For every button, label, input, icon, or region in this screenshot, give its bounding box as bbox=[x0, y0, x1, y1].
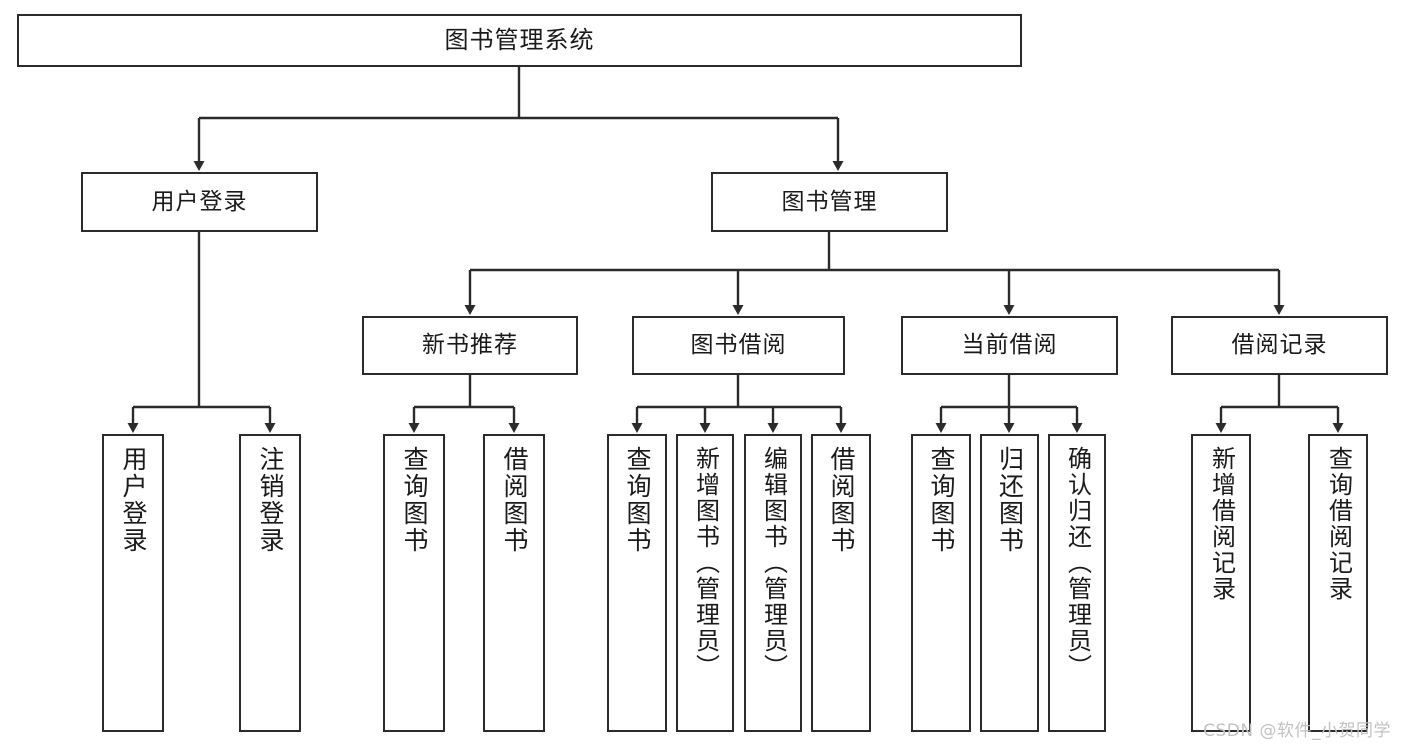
node-label: 用户登录 bbox=[119, 446, 148, 554]
node-book-management[interactable]: 图书管理 bbox=[711, 172, 948, 232]
node-label: 查询图书 bbox=[623, 446, 652, 554]
node-label: 查询图书 bbox=[400, 446, 429, 554]
node-current-borrow[interactable]: 当前借阅 bbox=[901, 316, 1118, 375]
node-root-system[interactable]: 图书管理系统 bbox=[17, 14, 1022, 67]
node-new-book-recommend[interactable]: 新书推荐 bbox=[362, 316, 578, 375]
node-label: 注销登录 bbox=[256, 446, 285, 554]
leaf-recommend-query-book[interactable]: 查询图书 bbox=[383, 434, 445, 732]
node-label: 新书推荐 bbox=[422, 332, 518, 359]
node-label: 新增图书（管理员） bbox=[691, 446, 720, 680]
node-book-borrow[interactable]: 图书借阅 bbox=[632, 316, 845, 375]
node-label: 图书管理 bbox=[781, 188, 878, 215]
leaf-recommend-borrow-book[interactable]: 借阅图书 bbox=[483, 434, 545, 732]
watermark: CSDN @软件_小贺同学 bbox=[1203, 721, 1391, 741]
leaf-borrow-borrow-book[interactable]: 借阅图书 bbox=[811, 434, 871, 732]
leaf-record-add-record[interactable]: 新增借阅记录 bbox=[1191, 434, 1251, 732]
node-label: 编辑图书（管理员） bbox=[759, 446, 788, 680]
node-label: 当前借阅 bbox=[961, 332, 1058, 359]
node-user-login[interactable]: 用户登录 bbox=[81, 172, 318, 232]
node-label: 归还图书 bbox=[995, 446, 1025, 554]
node-label: 借阅记录 bbox=[1231, 332, 1328, 359]
leaf-record-query-record[interactable]: 查询借阅记录 bbox=[1308, 434, 1368, 732]
leaf-user-login-login[interactable]: 用户登录 bbox=[102, 434, 164, 732]
node-label: 用户登录 bbox=[151, 188, 248, 215]
node-label: 借阅图书 bbox=[500, 446, 529, 554]
leaf-borrow-edit-book-admin[interactable]: 编辑图书（管理员） bbox=[744, 434, 802, 732]
node-label: 查询图书 bbox=[927, 446, 956, 554]
node-label: 图书管理系统 bbox=[444, 25, 595, 54]
leaf-user-login-logout[interactable]: 注销登录 bbox=[239, 434, 301, 732]
node-label: 确认归还（管理员） bbox=[1063, 446, 1092, 680]
leaf-borrow-add-book-admin[interactable]: 新增图书（管理员） bbox=[676, 434, 734, 732]
node-label: 新增借阅记录 bbox=[1207, 446, 1236, 602]
node-borrow-record[interactable]: 借阅记录 bbox=[1171, 316, 1388, 375]
leaf-current-return-book[interactable]: 归还图书 bbox=[980, 434, 1039, 732]
node-label: 图书借阅 bbox=[690, 332, 787, 359]
node-label: 查询借阅记录 bbox=[1324, 446, 1353, 602]
leaf-borrow-query-book[interactable]: 查询图书 bbox=[607, 434, 667, 732]
leaf-current-query-book[interactable]: 查询图书 bbox=[911, 434, 971, 732]
leaf-current-confirm-return-admin[interactable]: 确认归还（管理员） bbox=[1048, 434, 1106, 732]
node-label: 借阅图书 bbox=[827, 446, 856, 554]
